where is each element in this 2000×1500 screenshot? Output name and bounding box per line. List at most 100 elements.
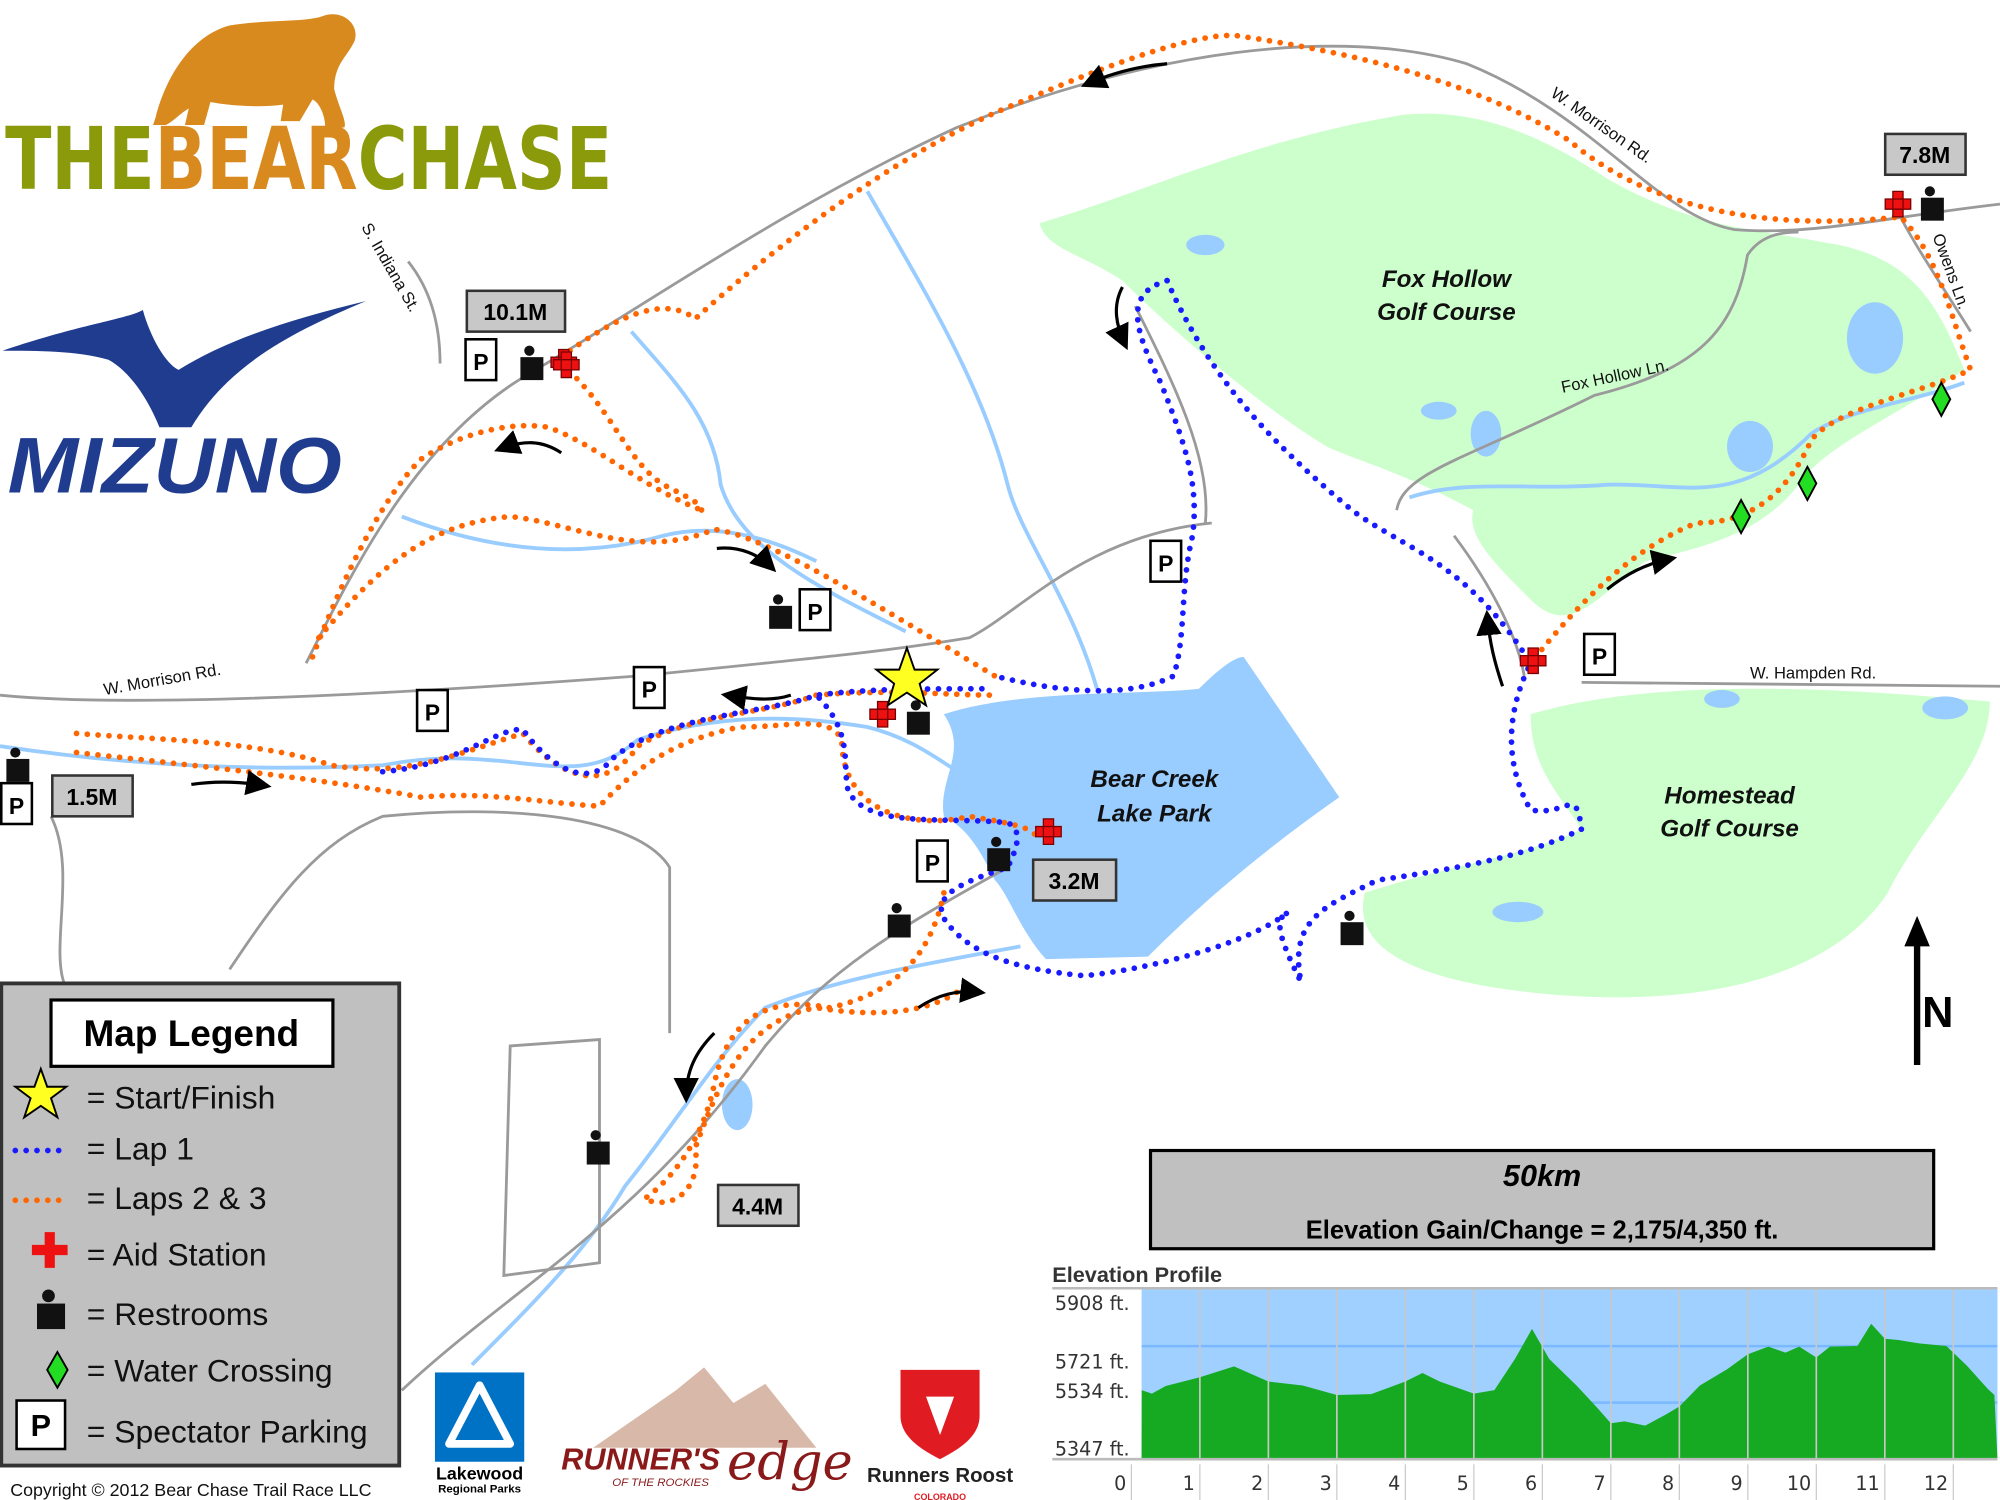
- aid-station-icon: [1035, 818, 1062, 846]
- trail-lap-1: [379, 277, 1585, 984]
- race-info-box: 50km Elevation Gain/Change = 2,175/4,350…: [1148, 1148, 1936, 1251]
- water-crossing-icon: [1731, 497, 1752, 536]
- y-tick-label: 5721 ft.: [1055, 1351, 1130, 1374]
- svg-text:P: P: [1158, 550, 1173, 576]
- homestead-golf-area: [1362, 688, 1990, 998]
- aid-station-icon: [1519, 647, 1547, 675]
- restroom-icon: [6, 747, 30, 782]
- fox-hollow-golf-area: [1039, 113, 1965, 616]
- chart-title: Elevation Profile: [1052, 1262, 1222, 1287]
- direction-arrows: [191, 62, 1678, 1104]
- legend-restrooms: = Restrooms: [87, 1296, 269, 1332]
- parking-icon: P: [632, 665, 666, 710]
- x-tick-label: 0: [1114, 1472, 1126, 1495]
- svg-text:3.2M: 3.2M: [1048, 868, 1099, 894]
- lakewood-logo: Lakewood Regional Parks: [434, 1372, 525, 1495]
- svg-text:P: P: [925, 850, 940, 876]
- svg-text:Regional Parks: Regional Parks: [438, 1483, 521, 1495]
- svg-text:THEBEARCHASE: THEBEARCHASE: [5, 109, 612, 210]
- svg-text:10.1M: 10.1M: [483, 299, 547, 325]
- water-crossing-icon: [1931, 380, 1952, 418]
- x-tick-label: 11: [1855, 1472, 1879, 1495]
- road-label-morrison-south: W. Morrison Rd.: [102, 660, 222, 699]
- svg-text:1.5M: 1.5M: [66, 784, 117, 810]
- svg-text:P: P: [9, 793, 24, 819]
- streams: [0, 190, 1965, 1367]
- aid-station-icon: [552, 351, 580, 379]
- x-tick-label: 1: [1183, 1472, 1195, 1495]
- ponds: [721, 234, 1969, 1131]
- mile-marker: 7.8M: [1883, 132, 1967, 177]
- aid-station-icon: [869, 700, 897, 728]
- restroom-icon: [769, 594, 793, 629]
- elevation-area: [1141, 1323, 1998, 1460]
- x-tick-label: 3: [1320, 1472, 1332, 1495]
- parking-icon: P: [798, 588, 832, 632]
- legend-parking-icon: P: [31, 1409, 51, 1443]
- restroom-icon: [906, 700, 930, 735]
- svg-text:P: P: [807, 599, 822, 625]
- legend-parking: = Spectator Parking: [87, 1414, 368, 1450]
- svg-text:P: P: [473, 349, 488, 375]
- legend-title: Map Legend: [83, 1013, 299, 1054]
- svg-text:Lakewood: Lakewood: [436, 1464, 523, 1484]
- restrooms: [6, 186, 1944, 1165]
- x-tick-label: 9: [1731, 1472, 1743, 1495]
- svg-text:P: P: [642, 677, 657, 703]
- parking-icon: P: [464, 338, 498, 382]
- parking-icon: P: [0, 781, 34, 826]
- legend-laps23: = Laps 2 & 3: [87, 1180, 267, 1216]
- y-tick-label: 5908 ft.: [1055, 1292, 1130, 1315]
- runners-edge-logo: RUNNER'S edge OF THE ROCKIES: [561, 1367, 853, 1493]
- y-tick-label: 5347 ft.: [1055, 1437, 1130, 1460]
- restroom-icon: [987, 836, 1011, 872]
- parking-icon: P: [915, 839, 949, 883]
- svg-text:Runners Roost: Runners Roost: [867, 1465, 1013, 1487]
- x-tick-label: 10: [1787, 1472, 1811, 1495]
- mizuno-runbird-icon: [2, 301, 367, 428]
- trail-laps-2-3: [73, 32, 1975, 1206]
- bear-silhouette-icon: [153, 14, 356, 128]
- legend-start-finish: = Start/Finish: [87, 1079, 276, 1115]
- aid-station-icon: [1884, 190, 1912, 218]
- mile-marker: 1.5M: [51, 774, 134, 818]
- x-tick-label: 8: [1662, 1472, 1674, 1495]
- runners-roost-logo: Runners Roost COLORADO: [867, 1369, 1013, 1500]
- x-tick-label: 12: [1924, 1472, 1948, 1495]
- svg-text:P: P: [1592, 644, 1607, 670]
- mile-marker: 10.1M: [465, 289, 567, 333]
- svg-text:MIZUNO: MIZUNO: [8, 420, 342, 509]
- north-arrow: N: [1904, 915, 1954, 1066]
- legend-water-crossing: = Water Crossing: [87, 1352, 333, 1388]
- svg-text:edge: edge: [727, 1434, 853, 1493]
- legend-star-icon: [12, 1066, 70, 1120]
- svg-text:7.8M: 7.8M: [1899, 142, 1950, 168]
- copyright: Copyright © 2012 Bear Chase Trail Race L…: [10, 1480, 371, 1500]
- elevation-profile-chart: Elevation Profile 5908 ft. 5721 ft. 5534 f…: [1052, 1262, 1998, 1500]
- x-tick-label: 7: [1594, 1472, 1606, 1495]
- x-tick-label: 2: [1251, 1472, 1263, 1495]
- restroom-icon: [586, 1130, 610, 1165]
- mile-marker: 3.2M: [1031, 858, 1118, 902]
- map-legend: Map Legend = Start/Finish = Lap 1 = Laps…: [0, 981, 402, 1468]
- svg-text:P: P: [425, 700, 440, 726]
- water-crossing-icon: [1797, 464, 1818, 503]
- parking-icon: P: [1149, 539, 1183, 583]
- restroom-icon: [1340, 910, 1364, 946]
- x-tick-label: 4: [1388, 1472, 1400, 1495]
- svg-text:COLORADO: COLORADO: [914, 1492, 966, 1500]
- restroom-icon: [887, 903, 911, 938]
- elevation-gain: Elevation Gain/Change = 2,175/4,350 ft.: [1306, 1217, 1779, 1245]
- legend-restroom-icon: [36, 1289, 66, 1330]
- restroom-icon: [520, 345, 544, 381]
- y-tick-label: 5534 ft.: [1055, 1380, 1130, 1403]
- svg-text:OF THE ROCKIES: OF THE ROCKIES: [612, 1477, 709, 1489]
- parking-markers: P P P P P P P P: [0, 338, 1617, 883]
- x-tick-label: 5: [1457, 1472, 1469, 1495]
- svg-text:RUNNER'S: RUNNER'S: [561, 1442, 720, 1476]
- parking-icon: P: [415, 688, 449, 733]
